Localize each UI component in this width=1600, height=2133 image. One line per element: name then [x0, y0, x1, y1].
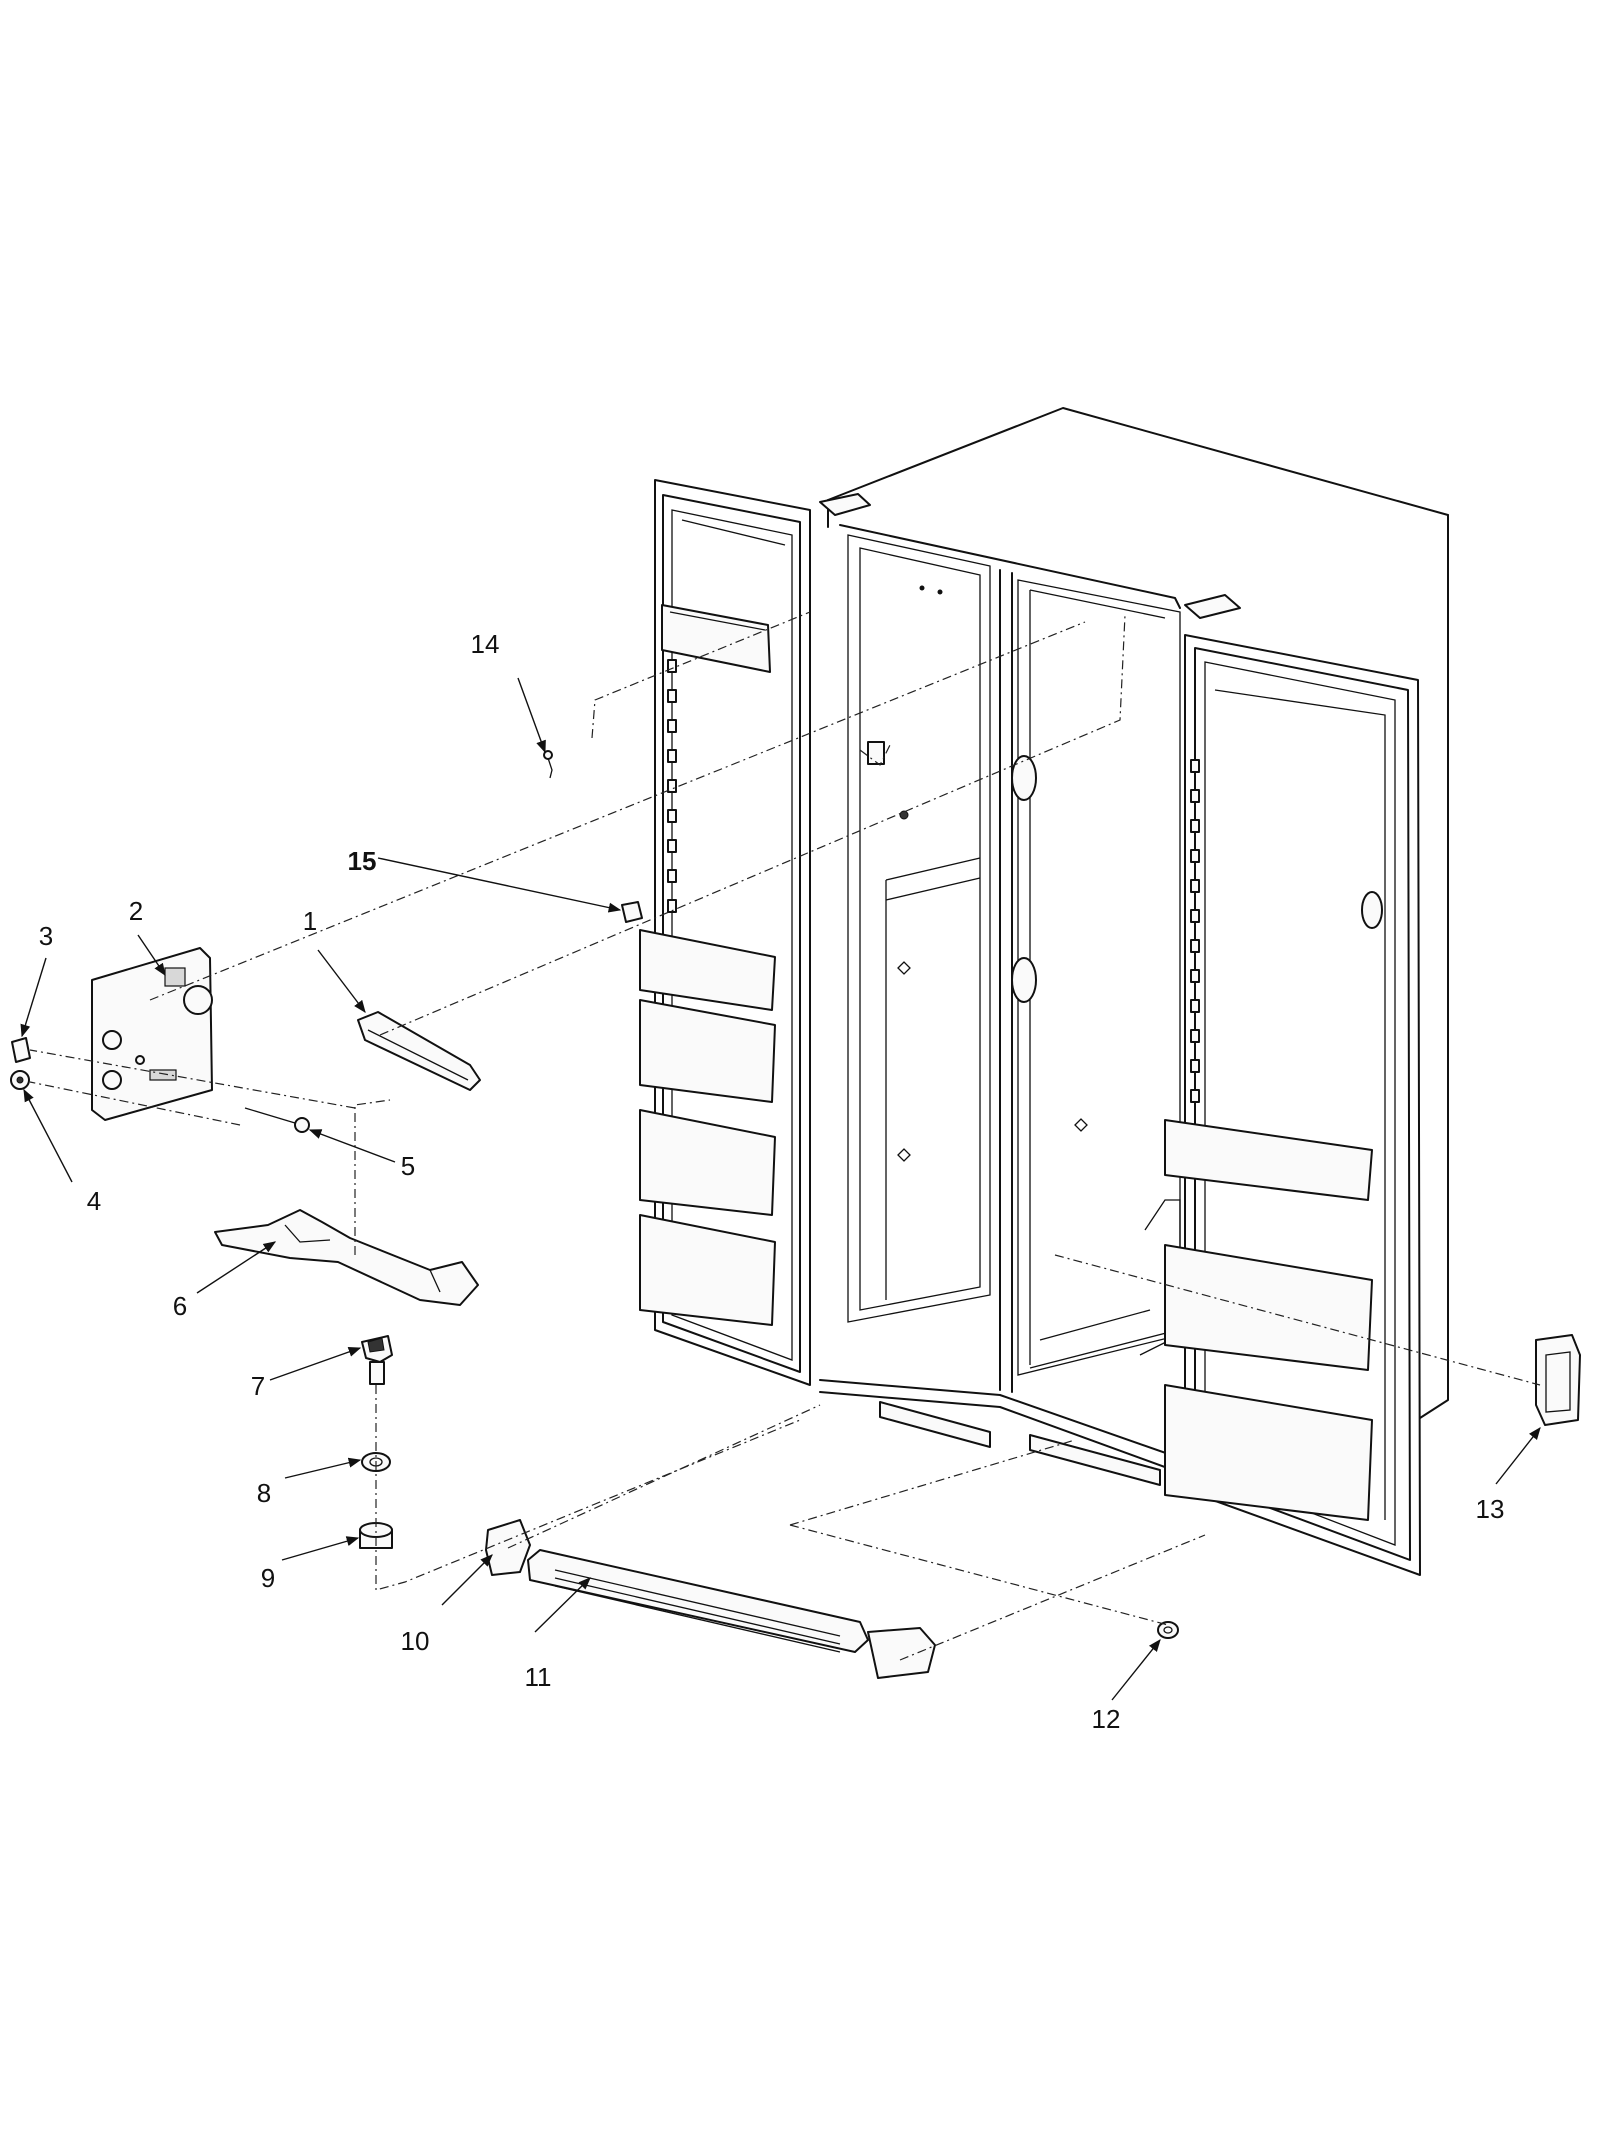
callout-leaders [20, 677, 1541, 1701]
part-15-switch [621, 901, 643, 923]
callout-2: 2 [129, 896, 143, 926]
freezer-door-rail [667, 659, 677, 913]
part-12-washer [1157, 1621, 1179, 1639]
part-1-cover [357, 1011, 481, 1091]
callout-12: 12 [1092, 1704, 1121, 1734]
part-11-toe-grille [527, 1549, 869, 1653]
part-13-hinge-cover [1535, 1334, 1581, 1426]
part-14-pin [543, 750, 553, 779]
callout-4: 4 [87, 1186, 101, 1216]
callout-5: 5 [401, 1151, 415, 1181]
part-2-bracket [91, 947, 213, 1121]
callout-13: 13 [1476, 1494, 1505, 1524]
callout-3: 3 [39, 921, 53, 951]
freezer-door-bins [639, 929, 776, 1326]
callout-14: 14 [471, 629, 500, 659]
part-4-nut [10, 1070, 30, 1090]
callout-7: 7 [251, 1371, 265, 1401]
callout-11: 11 [525, 1662, 552, 1692]
callout-15: 15 [348, 846, 377, 876]
part-3-clip [11, 1037, 31, 1063]
fresh-food-door-rail [1190, 759, 1200, 1103]
callout-labels: 1 2 3 4 5 6 7 8 9 10 11 12 13 14 15 [39, 629, 1505, 1734]
fresh-food-door [1164, 594, 1421, 1576]
part-7-leveling-leg [361, 1335, 393, 1385]
assembly-dashed-lines [29, 611, 1541, 1661]
callout-9: 9 [261, 1563, 275, 1593]
part-6-drip-tray [214, 1209, 479, 1306]
part-5-screw [244, 1107, 310, 1133]
callout-1: 1 [303, 906, 317, 936]
refrigerator-cabinet [819, 407, 1449, 1496]
freezer-door [639, 479, 871, 1386]
fresh-food-door-bins [1164, 1119, 1373, 1521]
part-11-grille-end-right [867, 1627, 936, 1679]
callout-10: 10 [401, 1626, 430, 1656]
callout-6: 6 [173, 1291, 187, 1321]
callout-8: 8 [257, 1478, 271, 1508]
